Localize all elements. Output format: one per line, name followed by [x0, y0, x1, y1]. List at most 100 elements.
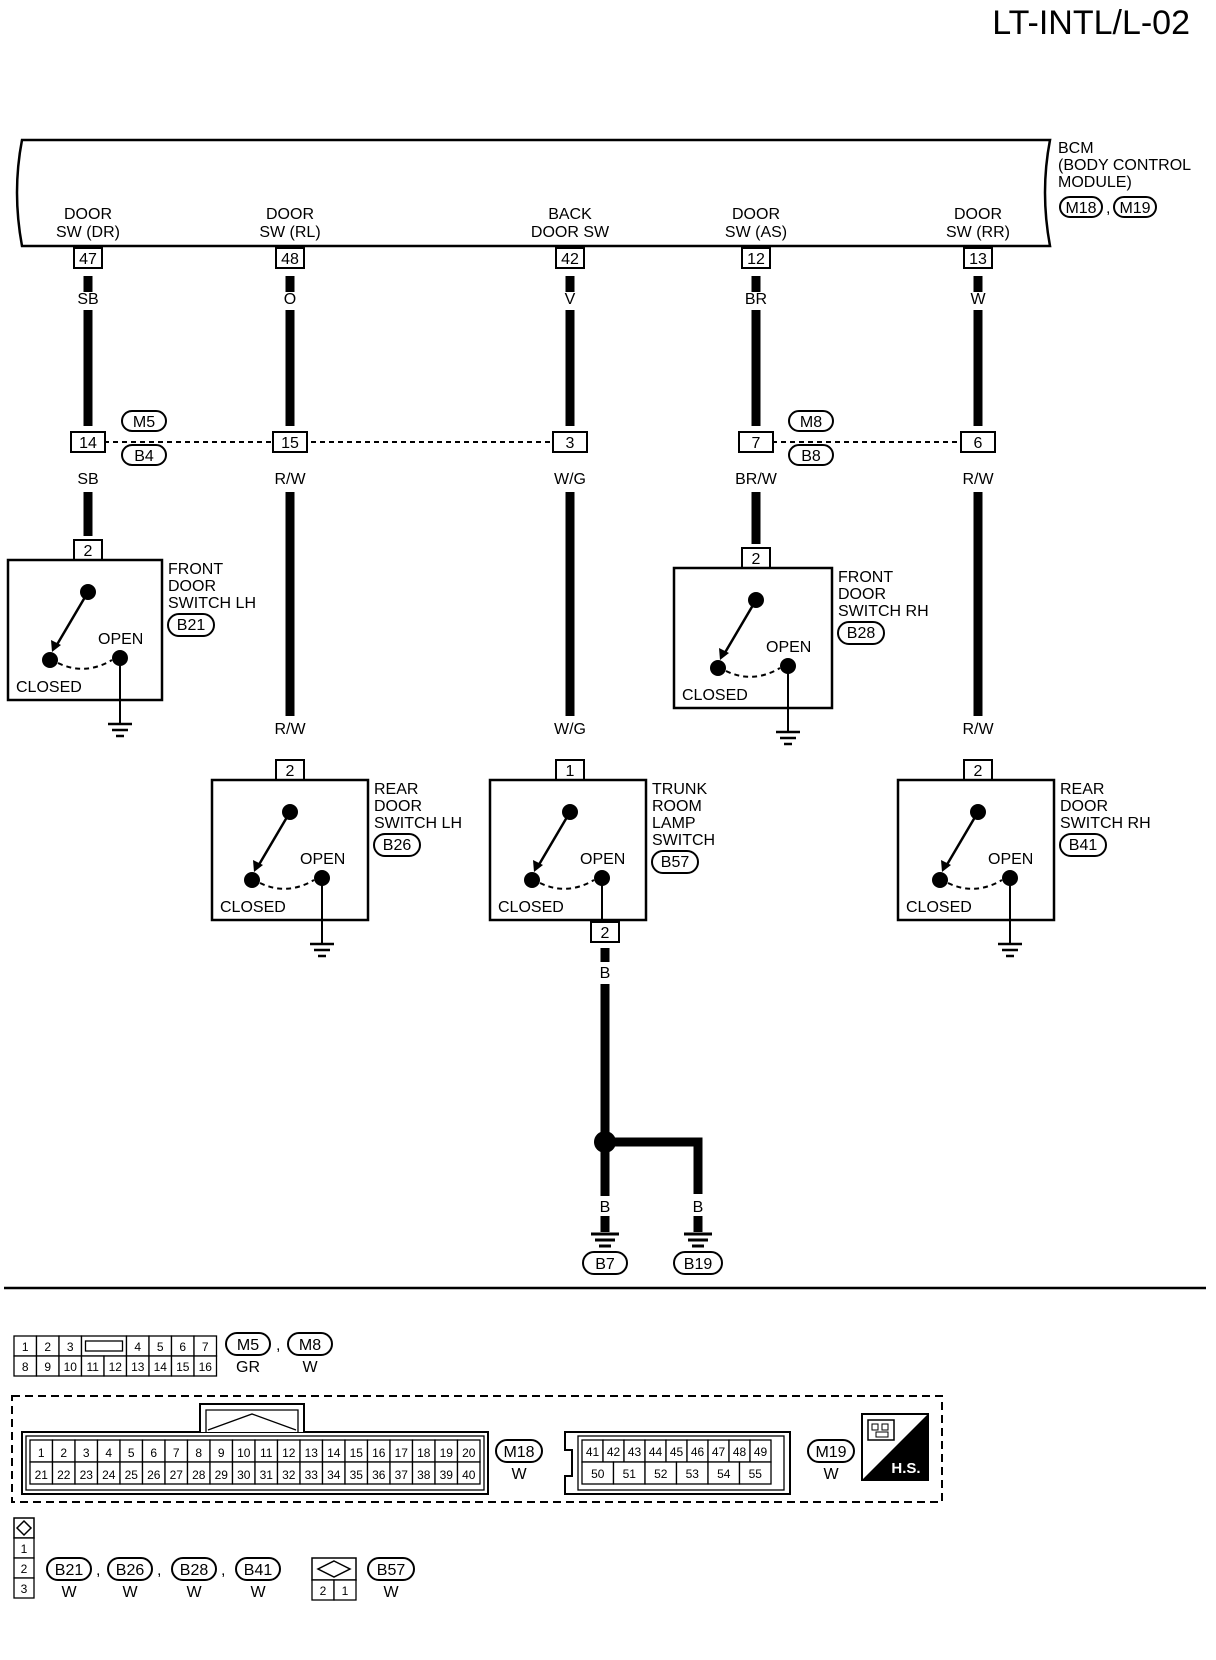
terminal-label: DOOR: [954, 206, 1002, 223]
wire-color: R/W: [274, 471, 306, 488]
pin-label: 6: [150, 1446, 157, 1460]
wire-color: R/W: [962, 721, 994, 738]
closed-label: CLOSED: [16, 679, 82, 696]
pin-label: 27: [170, 1468, 184, 1482]
upper-wires: [83, 276, 983, 426]
switch-name: SWITCH: [652, 832, 715, 849]
joint-b4-pill: [121, 444, 167, 466]
switch-connector-pill: [837, 621, 885, 645]
arrow-icon: [533, 860, 543, 872]
pin-label: 35: [350, 1468, 364, 1482]
pin-label: 17: [395, 1446, 409, 1460]
pin-label: 41: [586, 1445, 600, 1459]
legend-b41-color: W: [250, 1584, 266, 1601]
pin-label: 30: [237, 1468, 251, 1482]
pin-box: [741, 247, 771, 269]
hs-label: H.S.: [891, 1460, 920, 1477]
pin-number: 1: [566, 763, 575, 780]
pin-label: 34: [327, 1468, 341, 1482]
pin-cell: [738, 1461, 772, 1485]
legend-b21-pill: [46, 1557, 92, 1581]
switch-name: TRUNK: [652, 781, 707, 798]
pin-label: 10: [237, 1446, 251, 1460]
pin-number: 2: [601, 925, 610, 942]
pin-number: 2: [84, 543, 93, 560]
terminal-label: SW (AS): [725, 224, 787, 241]
wire-color: W/G: [554, 471, 586, 488]
lower-wires: [83, 492, 983, 716]
legend-bcm-frame: [11, 1395, 943, 1503]
pin-label: 28: [192, 1468, 206, 1482]
joint-pin: 14: [79, 435, 97, 452]
legend-b57-pill: [367, 1557, 415, 1581]
switch-link: [57, 659, 113, 670]
legend-b21: B21: [55, 1562, 84, 1579]
pin-label: 55: [749, 1467, 763, 1481]
open-label: OPEN: [300, 851, 345, 868]
pin-label: 3: [21, 1582, 28, 1596]
svg-text:,: ,: [1106, 200, 1110, 217]
legend-b57: B57: [377, 1562, 406, 1579]
legend-m18: M18: [503, 1444, 534, 1461]
hs-badge: H.S.: [861, 1413, 929, 1481]
joint-m8-pill: [788, 410, 834, 432]
legend-b57-color: W: [383, 1584, 399, 1601]
legend-b57-connector: 2 1: [311, 1557, 357, 1601]
pin-label: 9: [218, 1446, 225, 1460]
ground-symbol: [684, 1232, 712, 1248]
joint-b8-pill: [788, 444, 834, 466]
pin-label: 46: [691, 1445, 705, 1459]
pin-label: 47: [712, 1445, 726, 1459]
legend-b-connector: 123: [13, 1517, 35, 1599]
legend-b21-color: W: [61, 1584, 77, 1601]
pin-cell: [80, 1335, 128, 1357]
ground-b7: B7: [595, 1256, 615, 1273]
legend-m5-color: GR: [236, 1359, 260, 1376]
pin-number: 42: [561, 251, 579, 268]
legend-b26: B26: [116, 1562, 145, 1579]
legend-m19-color: W: [823, 1466, 839, 1483]
ground-symbol: [591, 1232, 619, 1248]
svg-text:,: ,: [96, 1562, 100, 1579]
svg-text:,: ,: [276, 1337, 280, 1354]
switch-closed-contact: [244, 872, 260, 888]
pin-cell: [193, 1355, 218, 1377]
open-label: OPEN: [98, 631, 143, 648]
wire-color: SB: [77, 471, 98, 488]
pin-label: 3: [67, 1340, 74, 1354]
legend-m8: M8: [299, 1337, 321, 1354]
pin-label: 33: [305, 1468, 319, 1482]
legend-m5: M5: [237, 1337, 259, 1354]
wire-color: O: [284, 291, 296, 308]
pin-label: 14: [327, 1446, 341, 1460]
pin-label: 23: [80, 1468, 94, 1482]
pin-label: 7: [202, 1340, 209, 1354]
svg-text:,: ,: [157, 1562, 161, 1579]
pin-number: 48: [281, 251, 299, 268]
joint-b4: B4: [134, 448, 154, 465]
pin-label: 51: [623, 1467, 637, 1481]
switch-arm: [53, 591, 90, 649]
switch-name: DOOR: [1060, 798, 1108, 815]
joint-pin-box: [552, 431, 588, 453]
pin-label: 15: [350, 1446, 364, 1460]
pin-label: 9: [44, 1360, 51, 1374]
pin-label: 39: [440, 1468, 454, 1482]
pin-label: 3: [83, 1446, 90, 1460]
legend-b57-pin: 1: [342, 1584, 349, 1598]
bcm-conn-m18-pill: [1059, 196, 1103, 218]
joint-m8: M8: [800, 414, 822, 431]
pin-number: 2: [286, 763, 295, 780]
legend-m8-pill: [287, 1332, 333, 1356]
pin-label: 2: [44, 1340, 51, 1354]
pin-label: 36: [372, 1468, 386, 1482]
closed-label: CLOSED: [682, 687, 748, 704]
switch-link: [725, 667, 781, 678]
